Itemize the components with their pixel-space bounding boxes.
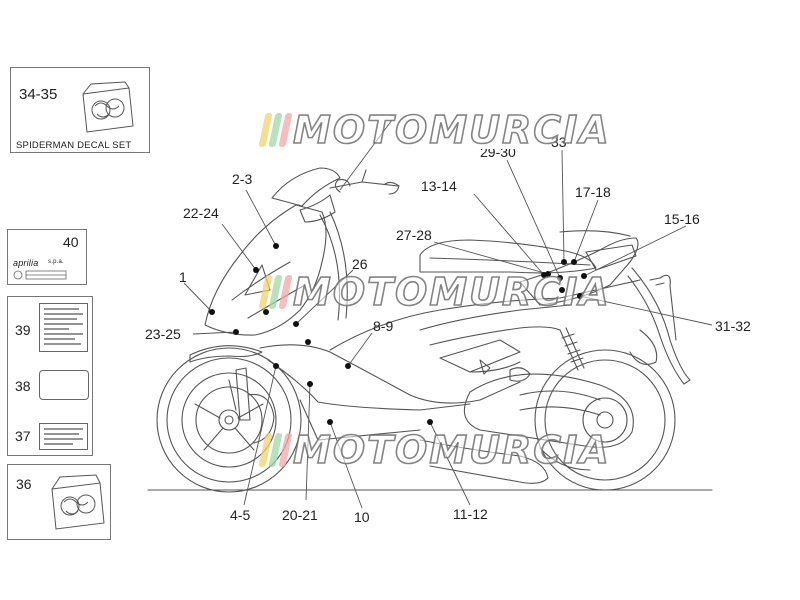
watermark-bars — [258, 113, 293, 147]
decal-set-caption: SPIDERMAN DECAL SET — [16, 140, 132, 151]
front-wheel — [156, 347, 302, 493]
side-panel — [329, 279, 641, 351]
callout-2-3: 2-3 — [232, 171, 253, 187]
front-fork — [235, 367, 275, 444]
callout-31-32: 31-32 — [715, 318, 751, 334]
lower-frame — [259, 344, 521, 404]
brand-plate-number: 40 — [63, 234, 79, 250]
label-37-graphic — [39, 423, 88, 450]
labels-box: 39 38 37 — [7, 296, 93, 456]
callout-33: 33 — [551, 134, 567, 150]
front-fender — [189, 345, 263, 363]
decal-pack-icon — [82, 81, 134, 133]
watermark-text: MOTOMURCIA — [292, 428, 611, 472]
watermark-top: MOTOMURCIA — [258, 108, 611, 152]
watermark-text: MOTOMURCIA — [292, 270, 611, 314]
swingarm — [463, 373, 634, 448]
label-39-graphic — [39, 303, 88, 352]
label-38-graphic — [39, 370, 89, 400]
callout-15-16: 15-16 — [664, 211, 700, 227]
front-fairing — [204, 204, 327, 336]
callout-29-30: 29-30 — [480, 144, 516, 160]
callout-1: 1 — [179, 269, 187, 285]
watermark-text: MOTOMURCIA — [292, 108, 611, 152]
callout-27-28: 27-28 — [396, 227, 432, 243]
callout-10: 10 — [354, 509, 370, 525]
decal-set-number: 34-35 — [19, 86, 58, 103]
label-39-number: 39 — [15, 322, 31, 338]
rear-wheel — [534, 349, 676, 491]
watermark-bars — [258, 275, 293, 309]
decal-36-box: 36 — [7, 464, 111, 540]
decal-set-box: 34-35 SPIDERMAN DECAL SET — [10, 67, 150, 153]
callout-8-9: 8-9 — [373, 318, 394, 334]
watermark-middle: MOTOMURCIA — [258, 270, 611, 314]
exhaust — [419, 439, 549, 484]
callout-20-21: 20-21 — [282, 507, 318, 523]
decal-36-icon — [51, 474, 105, 530]
callout-17-18: 17-18 — [575, 184, 611, 200]
callout-4-5: 4-5 — [230, 507, 251, 523]
handlebar — [329, 169, 400, 195]
callout-26: 26 — [352, 256, 368, 272]
windscreen — [271, 167, 341, 207]
callout-13-14: 13-14 — [421, 178, 457, 194]
tail-light — [585, 244, 637, 271]
watermark-bottom: MOTOMURCIA — [258, 428, 611, 472]
brand-plate-text: aprilia — [13, 258, 39, 268]
label-38-number: 38 — [15, 378, 31, 394]
rear-fender — [627, 267, 691, 385]
callout-22-24: 22-24 — [183, 205, 219, 221]
decal-36-number: 36 — [16, 476, 32, 492]
brand-plate-suffix: s.p.a. — [48, 259, 64, 265]
callout-11-12: 11-12 — [453, 506, 488, 522]
brand-plate-box: 40 aprilia s.p.a. — [7, 229, 87, 285]
seat — [419, 239, 597, 274]
rear-shock — [559, 327, 585, 371]
label-37-number: 37 — [15, 428, 31, 444]
watermark-bars — [258, 433, 293, 467]
callout-23-25: 23-25 — [145, 326, 181, 342]
brand-plate-graphic — [13, 270, 67, 280]
